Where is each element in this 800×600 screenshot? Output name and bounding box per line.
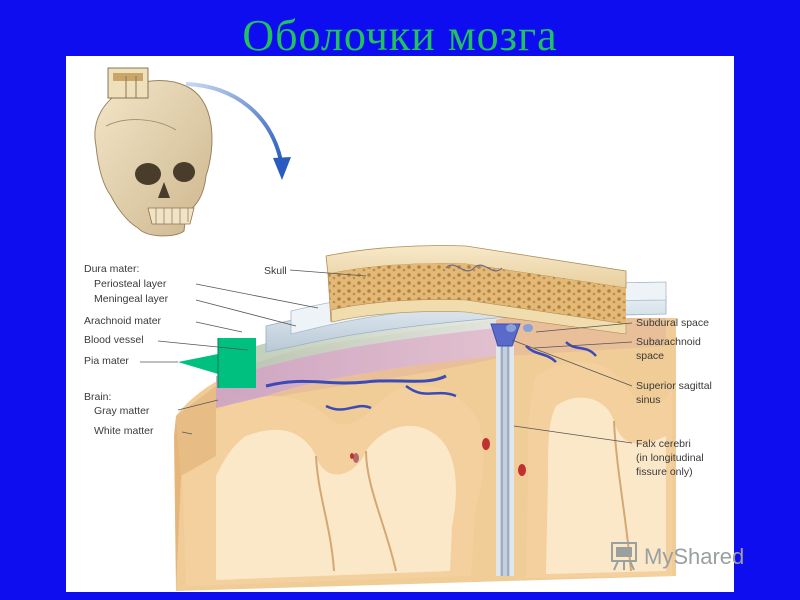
brain-block — [174, 318, 676, 591]
slide-title: Оболочки мозга — [242, 11, 558, 60]
label-brain: Brain: — [84, 391, 111, 403]
label-falx-1: Falx cerebri — [636, 438, 691, 450]
label-subdural-space: Subdural space — [636, 317, 709, 329]
label-subarachnoid-space-2: space — [636, 350, 664, 362]
label-skull: Skull — [264, 265, 287, 277]
skull-icon — [94, 67, 213, 237]
label-falx-2: (in longitudinal — [636, 452, 704, 464]
label-gray-matter: Gray matter — [94, 405, 150, 417]
skull-bone-slab — [325, 245, 627, 335]
presentation-board-icon — [611, 542, 637, 571]
label-falx-3: fissure only) — [636, 466, 693, 478]
label-dura-mater: Dura mater: — [84, 263, 139, 275]
label-white-matter: White matter — [94, 425, 154, 437]
label-pia-mater: Pia mater — [84, 355, 129, 367]
watermark-text: MyShared — [644, 544, 744, 569]
pia-mater-highlight — [178, 338, 256, 388]
curved-arrow-icon — [185, 82, 291, 180]
watermark: MyShared — [611, 542, 744, 571]
meninges-diagram: Dura mater: Periosteal layer Meningeal l… — [84, 67, 712, 591]
label-blood-vessel: Blood vessel — [84, 334, 144, 346]
label-subarachnoid-space-1: Subarachnoid — [636, 336, 701, 348]
meninges-figure: Dura mater: Periosteal layer Meningeal l… — [66, 56, 734, 592]
label-meningeal-layer: Meningeal layer — [94, 293, 169, 305]
falx-cerebri — [496, 346, 514, 576]
leader-lines-left — [140, 283, 319, 435]
label-superior-sagittal-1: Superior sagittal — [636, 380, 712, 392]
leader-lines-right — [289, 269, 633, 444]
label-arachnoid-mater: Arachnoid mater — [84, 315, 162, 327]
label-superior-sagittal-2: sinus — [636, 394, 661, 406]
label-periosteal-layer: Periosteal layer — [94, 278, 167, 290]
